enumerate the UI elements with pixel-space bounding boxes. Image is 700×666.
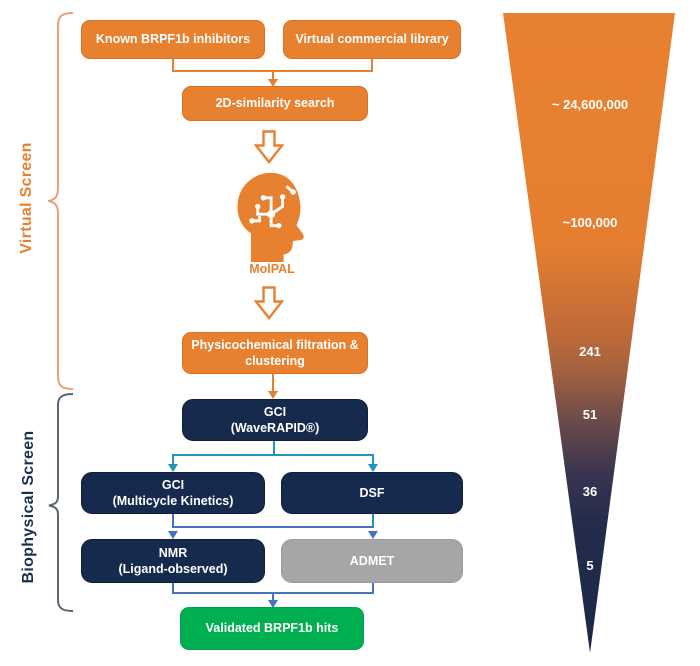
node-physicochemical-label: Physicochemical filtration & clustering [191, 337, 359, 368]
funnel-count-gci: 51 [582, 407, 598, 422]
connector-arrowhead [368, 464, 378, 472]
connector-line [172, 59, 174, 72]
connector-arrowhead [268, 79, 278, 87]
connector-line [372, 454, 374, 465]
node-gci-multicycle: GCI (Multicycle Kinetics) [81, 472, 265, 514]
node-validated-hits-label: Validated BRPF1b hits [205, 621, 339, 636]
connector-arrowhead [168, 464, 178, 472]
node-gci-waverapid-line1: GCI [263, 404, 287, 419]
node-gci-waverapid: GCI (WaveRAPID®) [182, 399, 368, 441]
node-similarity-search-label: 2D-similarity search [215, 96, 335, 111]
node-physicochemical: Physicochemical filtration & clustering [182, 332, 368, 374]
node-known-inhibitors-label: Known BRPF1b inhibitors [95, 32, 251, 47]
connector-line [172, 583, 174, 594]
connector-line [273, 441, 275, 456]
connector-line [272, 70, 274, 80]
funnel-count-similarity: ~100,000 [562, 215, 618, 230]
connector-arrowhead [268, 391, 278, 399]
funnel-count-kinetics: 36 [582, 484, 598, 499]
node-known-inhibitors: Known BRPF1b inhibitors [81, 20, 265, 59]
funnel-count-initial: ~ 24,600,000 [551, 97, 629, 112]
biophysical-screen-label: Biophysical Screen [20, 430, 37, 584]
funnel-count-validated: 5 [586, 558, 594, 573]
biophysical-screen-brace [48, 393, 74, 612]
node-gci-multicycle-line2: (Multicycle Kinetics) [112, 494, 234, 508]
connector-line [172, 454, 374, 456]
node-nmr-line2: (Ligand-observed) [118, 562, 228, 576]
flow-down-arrow-icon [254, 286, 284, 320]
connector-arrowhead [368, 531, 378, 539]
connector-line [272, 374, 274, 392]
funnel-count-filtered: 241 [579, 344, 601, 359]
node-admet: ADMET [281, 539, 463, 583]
node-virtual-library: Virtual commercial library [283, 20, 461, 59]
node-admet-label: ADMET [349, 553, 395, 568]
connector-line [371, 59, 373, 72]
brain-circuit-icon [237, 172, 304, 263]
connector-line [172, 514, 174, 528]
connector-line [272, 592, 274, 601]
node-gci-waverapid-line2: (WaveRAPID®) [230, 421, 320, 435]
flow-down-arrow-icon [254, 130, 284, 164]
connector-line [372, 514, 374, 528]
node-dsf-label: DSF [359, 485, 385, 500]
node-virtual-library-label: Virtual commercial library [295, 32, 449, 47]
compound-count-funnel: ~ 24,600,000 ~100,000 241 51 36 5 [503, 13, 675, 653]
node-nmr: NMR (Ligand-observed) [81, 539, 265, 583]
connector-arrowhead [268, 600, 278, 608]
molpal-label: MolPAL [249, 262, 295, 276]
connector-line [172, 526, 374, 528]
node-similarity-search: 2D-similarity search [182, 86, 368, 121]
virtual-screen-label: Virtual Screen [18, 142, 35, 254]
connector-line [172, 454, 174, 465]
node-gci-multicycle-line1: GCI [161, 477, 185, 492]
node-validated-hits: Validated BRPF1b hits [180, 607, 364, 650]
connector-arrowhead [168, 531, 178, 539]
connector-line [372, 583, 374, 594]
virtual-screen-brace [48, 12, 74, 390]
node-dsf: DSF [281, 472, 463, 514]
node-nmr-line1: NMR [158, 545, 188, 560]
